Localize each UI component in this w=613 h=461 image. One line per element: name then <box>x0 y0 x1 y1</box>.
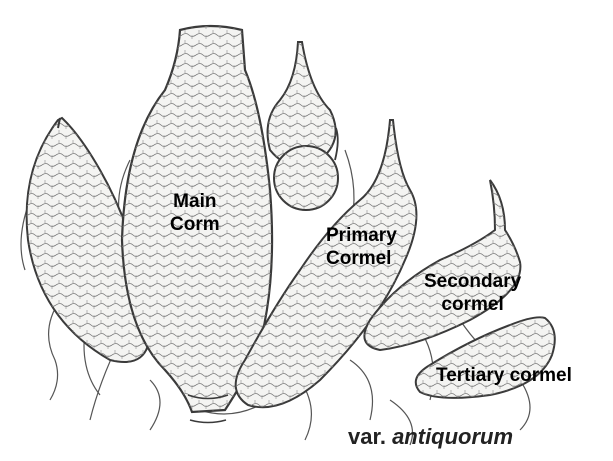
tertiary-cormel-label: Tertiary cormel <box>436 364 572 387</box>
secondary-cormel-label: Secondary cormel <box>424 270 521 316</box>
variety-caption: var. antiquorum <box>348 424 513 450</box>
variety-name: antiquorum <box>392 424 513 449</box>
main-corm-label: Main Corm <box>170 190 220 236</box>
primary-cormel-label: Primary Cormel <box>326 224 397 270</box>
